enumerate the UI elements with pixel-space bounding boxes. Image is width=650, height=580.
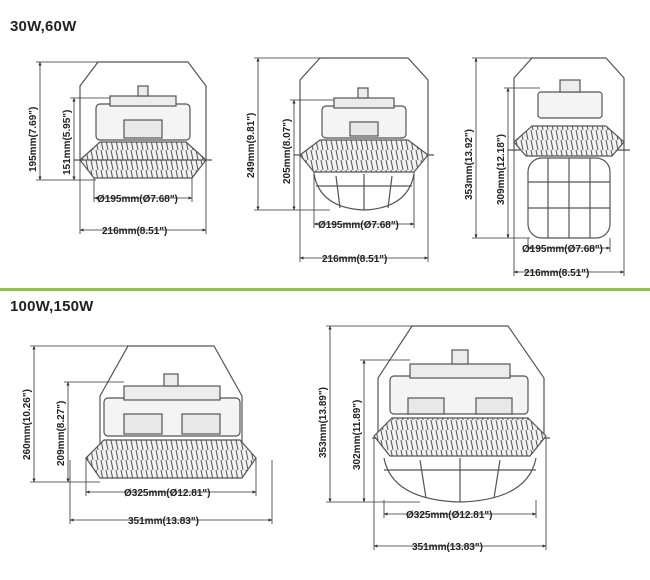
f30-cage-diameter-label: Ø195mm(Ø7.68") <box>522 244 603 255</box>
f100-guard-diameter-label: Ø325mm(Ø12.81") <box>406 510 492 521</box>
f30-guard-diameter-label: Ø195mm(Ø7.68") <box>318 220 399 231</box>
f30-guard-width-label: 216mm(8.51") <box>322 254 387 265</box>
f100-guard-total-height-label: 353mm(13.89") <box>318 387 329 458</box>
f100-plain-total-height-label: 260mm(10.26") <box>22 389 33 460</box>
dimension-lines-f1 <box>36 61 207 234</box>
fixture-100w-plain <box>85 345 257 479</box>
f100-plain-width-label: 351mm(13.83") <box>128 516 199 527</box>
fixture-100w-guard <box>372 325 550 503</box>
mounting-bracket <box>513 57 625 150</box>
heatsink <box>299 139 429 173</box>
dimension-lines-f5 <box>326 325 547 550</box>
heatsink <box>85 439 257 479</box>
f30-plain-width-label: 216mm(8.51") <box>102 226 167 237</box>
dimension-lines-f3 <box>472 57 625 276</box>
dimension-lines-f4 <box>30 345 273 524</box>
f100-plain-diameter-label: Ø325mm(Ø12.81") <box>124 488 210 499</box>
f30-guard-body-height-label: 205mm(8.07") <box>282 119 293 184</box>
f100-guard-width-label: 351mm(13.83") <box>412 542 483 553</box>
f30-guard-total-height-label: 249mm(9.81") <box>246 113 257 178</box>
f30-plain-diameter-label: Ø195mm(Ø7.68") <box>97 194 178 205</box>
dimension-lines-f2 <box>254 57 429 262</box>
f100-guard-body-height-label: 302mm(11.89") <box>352 400 363 470</box>
fixture-30w-cage <box>508 57 630 239</box>
f30-cage-body-height-label: 309mm(12.18") <box>496 134 507 205</box>
section-title-100w-150w: 100W,150W <box>10 298 94 315</box>
mounting-bracket <box>377 325 545 438</box>
driver-box <box>537 91 603 119</box>
heatsink <box>513 125 625 157</box>
section-divider <box>0 288 650 291</box>
fixture-30w-guard <box>294 57 434 211</box>
mounting-bracket <box>99 345 243 460</box>
f100-plain-body-height-label: 209mm(8.27") <box>56 401 67 466</box>
section-title-30w-60w: 30W,60W <box>10 18 77 35</box>
f30-cage-width-label: 216mm(8.51") <box>524 268 589 279</box>
f30-cage-total-height-label: 353mm(13.92") <box>464 129 475 200</box>
f30-plain-body-height-label: 151mm(5.95") <box>62 110 73 175</box>
heatsink <box>373 417 547 457</box>
mounting-bracket <box>299 57 429 155</box>
f30-plain-total-height-label: 195mm(7.69") <box>28 107 39 172</box>
fixture-30w-plain <box>74 61 212 179</box>
